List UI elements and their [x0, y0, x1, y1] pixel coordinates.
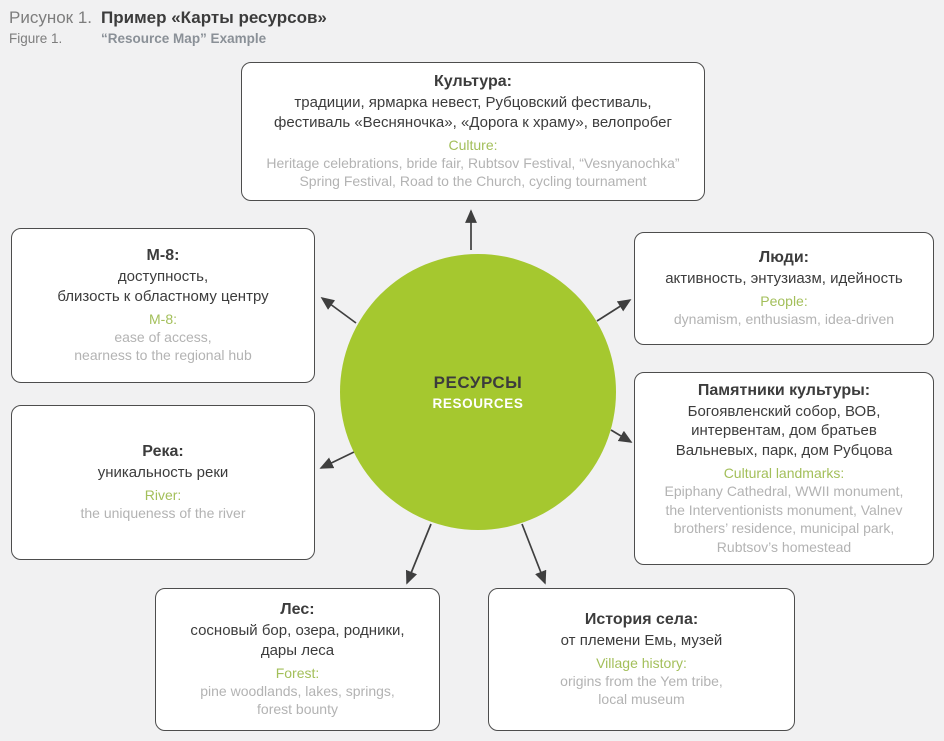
- node-forest-body-en: pine woodlands, lakes, springs, forest b…: [200, 682, 395, 718]
- figure-label-en: Figure 1.: [9, 31, 63, 46]
- figure-title-en: “Resource Map” Example: [101, 31, 267, 46]
- node-river: Река: уникальность реки River: the uniqu…: [11, 405, 315, 560]
- resources-title-ru: РЕСУРСЫ: [433, 373, 523, 392]
- node-forest-body-ru: сосновый бор, озера, родники, дары леса: [190, 622, 405, 659]
- node-m8-body-en: ease of access, nearness to the regional…: [74, 328, 252, 364]
- arrow-to-forest: [405, 523, 432, 585]
- figure-label-ru: Рисунок 1.: [9, 8, 93, 27]
- figure-title-ru: Пример «Карты ресурсов»: [101, 8, 327, 27]
- node-m8-body-ru: доступность, близость к областному центр…: [57, 268, 269, 305]
- resources-circle: РЕСУРСЫ RESOURCES: [340, 254, 616, 530]
- node-history-body-en: origins from the Yem tribe, local museum: [560, 672, 723, 708]
- arrow-to-landmarks: [610, 429, 633, 443]
- arrow-to-m8: [320, 296, 357, 324]
- node-m8-title-en: M-8:: [149, 310, 177, 327]
- node-culture: Культура: традиции, ярмарка невест, Рубц…: [241, 62, 705, 201]
- node-people-title-ru: Люди:: [759, 249, 809, 267]
- node-culture-body-ru: традиции, ярмарка невест, Рубцовский фес…: [274, 94, 672, 131]
- node-history: История села: от племени Емь, музей Vill…: [488, 588, 795, 731]
- node-culture-title-ru: Культура:: [434, 73, 512, 91]
- node-river-body-ru: уникальность реки: [97, 464, 229, 482]
- arrow-to-history: [521, 523, 547, 585]
- node-people-body-en: dynamism, enthusiasm, idea-driven: [673, 311, 895, 328]
- node-forest: Лес: сосновый бор, озера, родники, дары …: [155, 588, 440, 731]
- node-culture-body-en: Heritage celebrations, bride fair, Rubts…: [266, 154, 680, 190]
- arrow-to-river: [319, 451, 355, 469]
- node-landmarks-title-ru: Памятники культуры:: [697, 381, 871, 399]
- node-history-title-ru: История села:: [584, 611, 699, 629]
- node-people: Люди: активность, энтузиазм, идейность P…: [634, 232, 934, 345]
- figure-caption: Рисунок 1. Пример «Карты ресурсов» Figur…: [9, 8, 327, 46]
- node-landmarks-body-en: Epiphany Cathedral, WWII monument, the I…: [664, 483, 904, 555]
- node-people-title-en: People:: [760, 292, 808, 309]
- node-forest-title-en: Forest:: [275, 664, 320, 681]
- node-history-title-en: Village history:: [596, 654, 687, 671]
- node-landmarks: Памятники культуры: Богоявленский собор,…: [634, 372, 934, 565]
- node-landmarks-body-ru: Богоявленский собор, ВОВ, интервентам, д…: [675, 402, 893, 460]
- node-m8: М-8: доступность, близость к областному …: [11, 228, 315, 383]
- node-people-body-ru: активность, энтузиазм, идейность: [665, 270, 903, 288]
- node-river-body-en: the uniqueness of the river: [80, 505, 246, 522]
- node-river-title-ru: Река:: [142, 443, 184, 461]
- node-landmarks-title-en: Cultural landmarks:: [723, 465, 845, 482]
- arrow-to-people: [596, 299, 632, 322]
- node-river-title-en: River:: [144, 486, 182, 503]
- node-forest-title-ru: Лес:: [280, 601, 315, 619]
- node-m8-title-ru: М-8:: [146, 247, 180, 265]
- resources-title-en: RESOURCES: [432, 396, 524, 411]
- node-history-body-ru: от племени Емь, музей: [560, 631, 723, 649]
- node-culture-title-en: Culture:: [448, 136, 498, 153]
